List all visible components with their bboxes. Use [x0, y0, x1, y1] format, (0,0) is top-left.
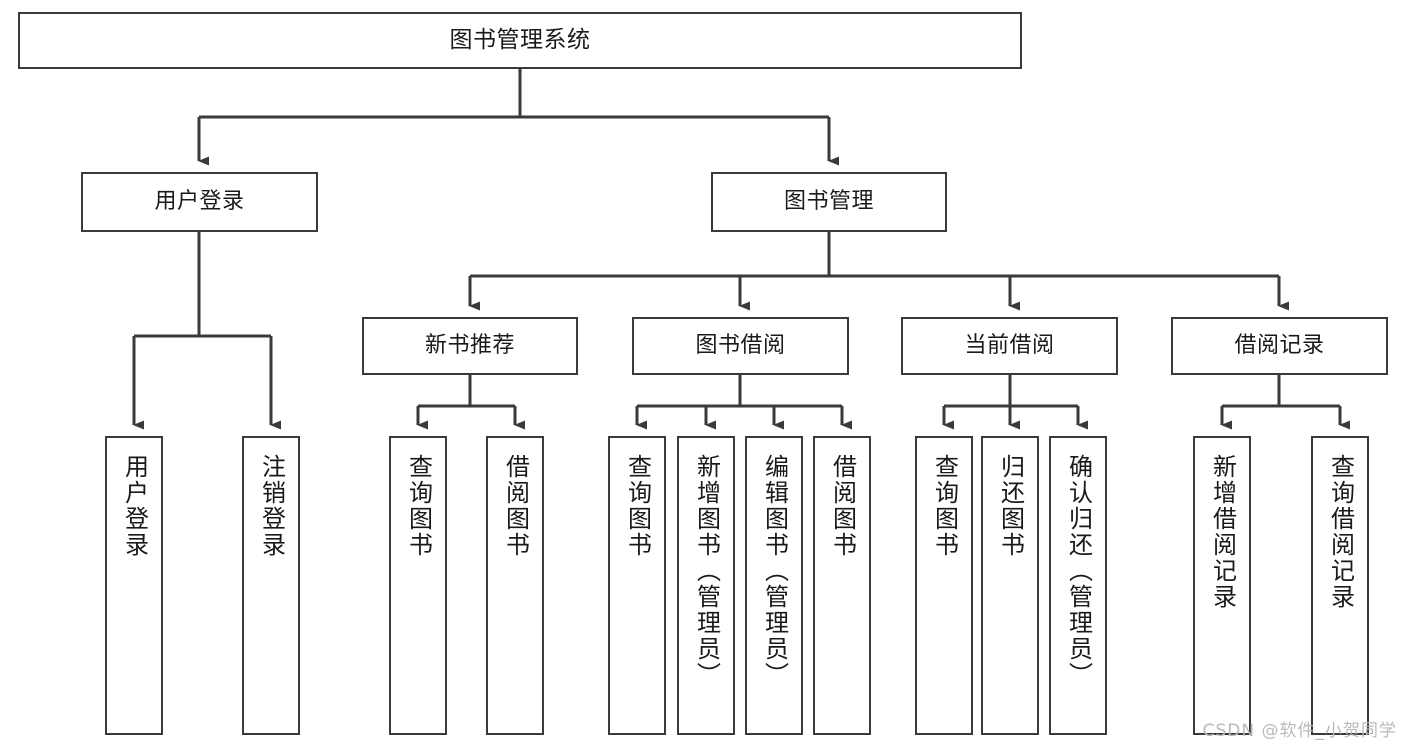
leaf-book-borrow-query-book[interactable]: 查询图书	[608, 436, 666, 735]
leaf-book-borrow-borrow-book[interactable]: 借阅图书	[813, 436, 871, 735]
node-new-book-recommend[interactable]: 新书推荐	[362, 317, 578, 375]
node-label: 新增借阅记录	[1208, 454, 1237, 610]
node-label: 新增图书（管理员）	[692, 454, 721, 688]
node-label: 注销登录	[257, 454, 286, 558]
leaf-book-borrow-add-book[interactable]: 新增图书（管理员）	[677, 436, 735, 735]
node-label: 借阅图书	[501, 454, 530, 558]
node-label: 查询图书	[930, 454, 959, 558]
leaf-current-borrow-return-book[interactable]: 归还图书	[981, 436, 1039, 735]
node-borrow-record[interactable]: 借阅记录	[1171, 317, 1388, 375]
node-current-borrow[interactable]: 当前借阅	[901, 317, 1118, 375]
node-label: 借阅图书	[828, 454, 857, 558]
node-label: 新书推荐	[424, 333, 515, 359]
node-label: 图书管理系统	[449, 26, 591, 53]
node-label: 查询图书	[404, 454, 433, 558]
node-label: 当前借阅	[964, 333, 1055, 359]
node-label: 用户登录	[120, 454, 149, 558]
node-label: 图书管理	[783, 189, 874, 215]
node-label: 归还图书	[996, 454, 1025, 558]
node-user-login[interactable]: 用户登录	[81, 172, 318, 232]
node-label: 图书借阅	[695, 333, 786, 359]
node-label: 确认归还（管理员）	[1064, 454, 1093, 688]
leaf-new-book-borrow-book[interactable]: 借阅图书	[486, 436, 544, 735]
node-label: 查询借阅记录	[1326, 454, 1355, 610]
node-book-management[interactable]: 图书管理	[711, 172, 947, 232]
leaf-borrow-record-add-record[interactable]: 新增借阅记录	[1193, 436, 1251, 735]
node-book-borrow[interactable]: 图书借阅	[632, 317, 849, 375]
leaf-current-borrow-confirm-return[interactable]: 确认归还（管理员）	[1049, 436, 1107, 735]
node-label: 用户登录	[154, 189, 245, 215]
leaf-book-borrow-edit-book[interactable]: 编辑图书（管理员）	[745, 436, 803, 735]
leaf-user-login-logout[interactable]: 注销登录	[242, 436, 300, 735]
node-label: 编辑图书（管理员）	[760, 454, 789, 688]
leaf-new-book-query-book[interactable]: 查询图书	[389, 436, 447, 735]
node-root-system[interactable]: 图书管理系统	[18, 12, 1022, 69]
leaf-borrow-record-query-record[interactable]: 查询借阅记录	[1311, 436, 1369, 735]
node-label: 借阅记录	[1234, 333, 1325, 359]
leaf-current-borrow-query-book[interactable]: 查询图书	[915, 436, 973, 735]
node-label: 查询图书	[623, 454, 652, 558]
leaf-user-login-login[interactable]: 用户登录	[105, 436, 163, 735]
